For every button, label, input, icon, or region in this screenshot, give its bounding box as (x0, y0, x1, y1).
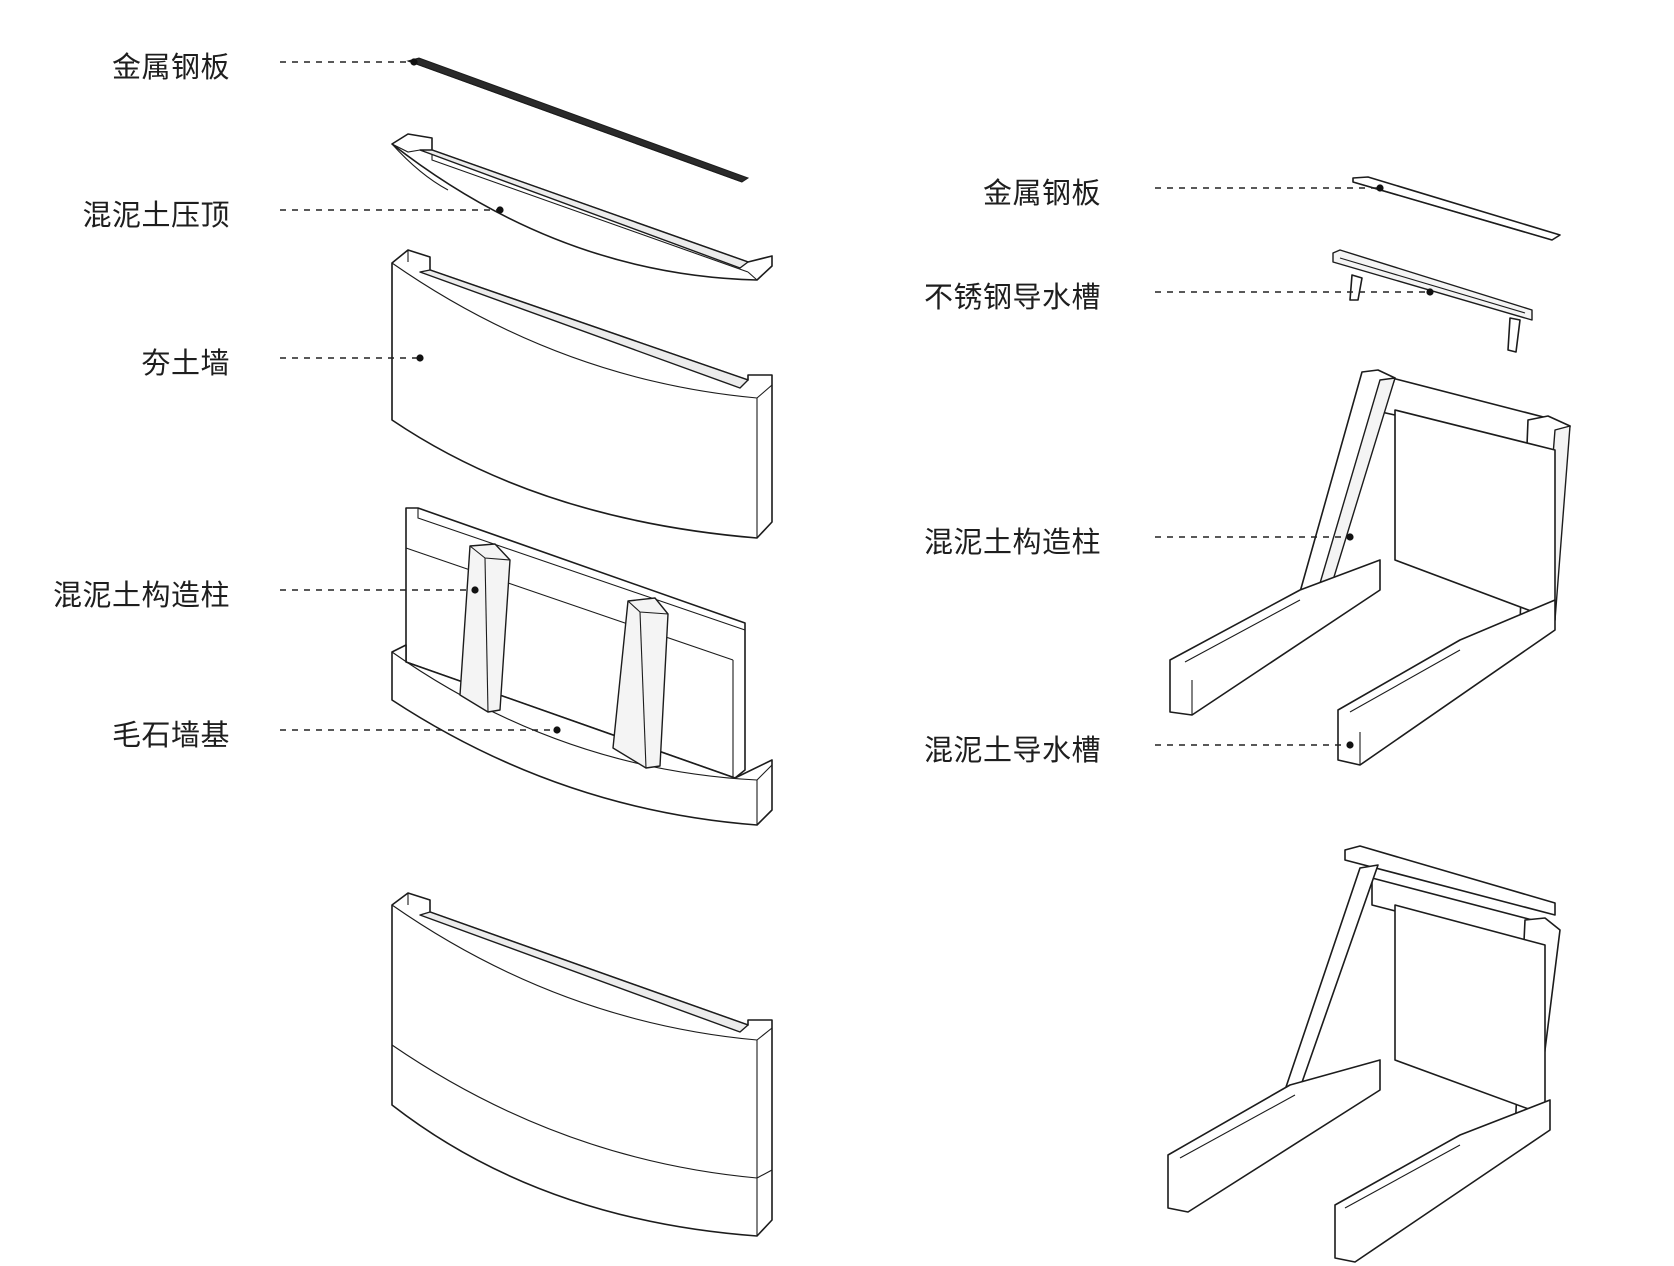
right-steel-gutter (1332, 249, 1533, 353)
left-foundation-and-columns (391, 507, 773, 826)
label-left-metal-plate: 金属钢板 (111, 50, 230, 84)
left-assembled-wall (391, 892, 773, 1237)
leader-lines (280, 58, 1434, 749)
label-left-rammed-earth-wall: 夯土墙 (141, 346, 230, 380)
label-left-rubble-foundation: 毛石墙基 (111, 718, 230, 752)
label-right-concrete-gutter: 混泥土导水槽 (923, 733, 1101, 767)
label-left-concrete-column: 混泥土构造柱 (52, 578, 230, 612)
right-concrete-column-frame (1169, 369, 1571, 766)
left-rammed-earth-wall (391, 249, 773, 539)
label-right-metal-plate: 金属钢板 (982, 176, 1101, 210)
right-metal-plate (1352, 176, 1561, 241)
left-concrete-coping (391, 133, 773, 281)
right-assembled-frame (1167, 845, 1561, 1263)
label-right-concrete-column: 混泥土构造柱 (923, 525, 1101, 559)
label-left-concrete-coping: 混泥土压顶 (82, 198, 230, 232)
label-right-steel-gutter: 不锈钢导水槽 (923, 280, 1101, 314)
